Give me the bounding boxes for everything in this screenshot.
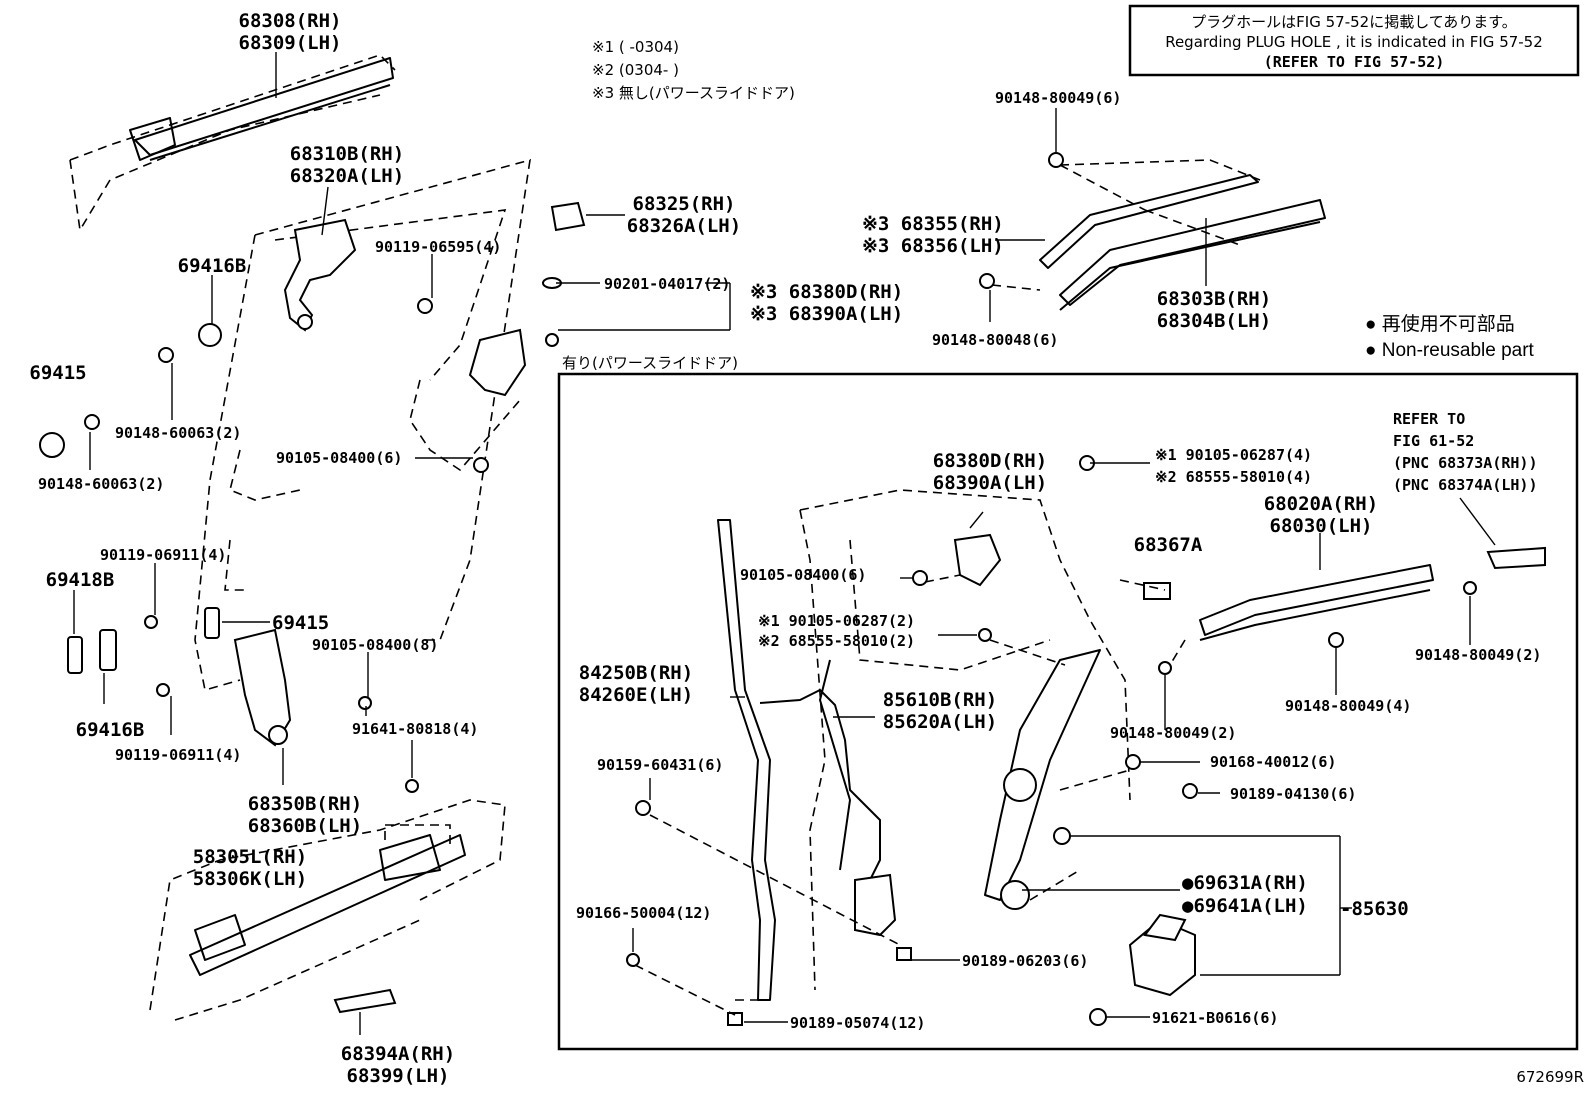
figure-code: 672699R (1516, 1068, 1584, 1086)
label-90105-08400-6a: 90105-08400(6) (276, 449, 402, 467)
label-90148-80049-2b: 90148-80049(2) (1110, 724, 1236, 742)
label-69415-left: 69415 (29, 362, 86, 384)
legend-line-2: ● Non-reusable part (1365, 340, 1535, 361)
label-90168-40012: 90168-40012(6) (1210, 753, 1336, 771)
label-90189-06203: 90189-06203(6) (962, 952, 1088, 970)
power-door-label: 有り(パワースライドドア) (562, 354, 738, 372)
label-91641-80818: 91641-80818(4) (352, 720, 478, 738)
variant-note-3: ※3 無し(パワースライドドア) (592, 84, 795, 102)
label-90148-80049-2a: 90148-80049(2) (1415, 646, 1541, 664)
part-labels: 68308(RH)68309(LH) 68310B(RH)68320A(LH) … (29, 10, 1541, 1087)
label-58305l: 58305L(RH)58306K(LH) (193, 846, 307, 890)
note-line-3: (REFER TO FIG 57-52) (1264, 53, 1445, 71)
label-69416b-top: 69416B (178, 255, 247, 277)
refer-line-3: (PNC 68373A(RH)) (1393, 454, 1538, 472)
label-68303b: 68303B(RH)68304B(LH) (1157, 288, 1271, 332)
label-90105-08400-6b: 90105-08400(6) (740, 566, 866, 584)
label-68380d-inset: 68380D(RH)68390A(LH) (933, 450, 1047, 494)
note-line-2: Regarding PLUG HOLE , it is indicated in… (1165, 33, 1543, 51)
refer-line-4: (PNC 68374A(LH)) (1393, 476, 1538, 494)
label-90159-60431: 90159-60431(6) (597, 756, 723, 774)
note-line-1: プラグホールはFIG 57-52に掲載してあります。 (1191, 13, 1517, 31)
label-85630: -85630 (1340, 898, 1409, 920)
label-68325: 68325(RH)68326A(LH) (627, 193, 741, 237)
label-90148-60063-b: 90148-60063(2) (38, 475, 164, 493)
label-84250b: 84250B(RH)84260E(LH) (579, 662, 693, 706)
variant-note-2: ※2 (0304- ) (592, 61, 679, 79)
power-door-inset-box (557, 372, 1579, 1051)
label-68380d-top: ※3 68380D(RH)※3 68390A(LH) (750, 281, 903, 325)
refer-line-1: REFER TO (1393, 410, 1465, 428)
label-90105-08400-8: 90105-08400(8) (312, 636, 438, 654)
upper-rail-assembly (979, 152, 1326, 311)
label-69416b-bottom: 69416B (76, 719, 145, 741)
label-90148-60063-a: 90148-60063(2) (115, 424, 241, 442)
label-90189-05074: 90189-05074(12) (790, 1014, 925, 1032)
label-68350b: 68350B(RH)68360B(LH) (248, 793, 362, 837)
label-68308: 68308(RH)68309(LH) (239, 10, 342, 54)
power-door-drive-assembly (626, 455, 1546, 1026)
label-90148-80049-6: 90148-80049(6) (995, 89, 1121, 107)
door-frame-outline (39, 54, 586, 1021)
label-69631a: ●69631A(RH)●69641A(LH) (1182, 872, 1308, 917)
label-90148-80048: 90148-80048(6) (932, 331, 1058, 349)
label-68355: ※3 68355(RH)※3 68356(LH) (862, 213, 1004, 257)
variant-note-1: ※1 ( -0304) (592, 38, 679, 56)
plug-hole-note: プラグホールはFIG 57-52に掲載してあります。 Regarding PLU… (1128, 4, 1580, 77)
label-90119-06595: 90119-06595(4) (375, 238, 501, 256)
label-90148-80049-4: 90148-80049(4) (1285, 697, 1411, 715)
label-68367a: 68367A (1134, 534, 1203, 556)
label-90119-06911-a: 90119-06911(4) (100, 546, 226, 564)
label-90119-06911-b: 90119-06911(4) (115, 746, 241, 764)
label-69415-mid: 69415 (272, 612, 329, 634)
legend-line-1: ● 再使用不可部品 (1365, 313, 1515, 335)
leader-lines (73, 52, 1496, 1035)
label-68020a: 68020A(RH)68030(LH) (1264, 493, 1378, 537)
label-90105-06287-2: ※1 90105-06287(2)※2 68555-58010(2) (758, 612, 915, 650)
label-90201-04017: 90201-04017(2) (604, 275, 730, 293)
label-69418b: 69418B (46, 569, 115, 591)
label-68310b: 68310B(RH)68320A(LH) (290, 143, 404, 187)
label-91621-b0616: 91621-B0616(6) (1152, 1009, 1278, 1027)
refer-line-2: FIG 61-52 (1393, 432, 1474, 450)
label-68394a: 68394A(RH)68399(LH) (341, 1043, 455, 1087)
label-90189-04130: 90189-04130(6) (1230, 785, 1356, 803)
label-85610b: 85610B(RH)85620A(LH) (883, 689, 997, 733)
refer-fig-note: REFER TO FIG 61-52 (PNC 68373A(RH)) (PNC… (1393, 410, 1538, 494)
label-90105-06287-4: ※1 90105-06287(4)※2 68555-58010(4) (1155, 446, 1312, 486)
legend: ● 再使用不可部品 ● Non-reusable part (1365, 313, 1535, 361)
label-90166-50004: 90166-50004(12) (576, 904, 711, 922)
variant-notes: ※1 ( -0304) ※2 (0304- ) ※3 無し(パワースライドドア) (592, 38, 795, 102)
